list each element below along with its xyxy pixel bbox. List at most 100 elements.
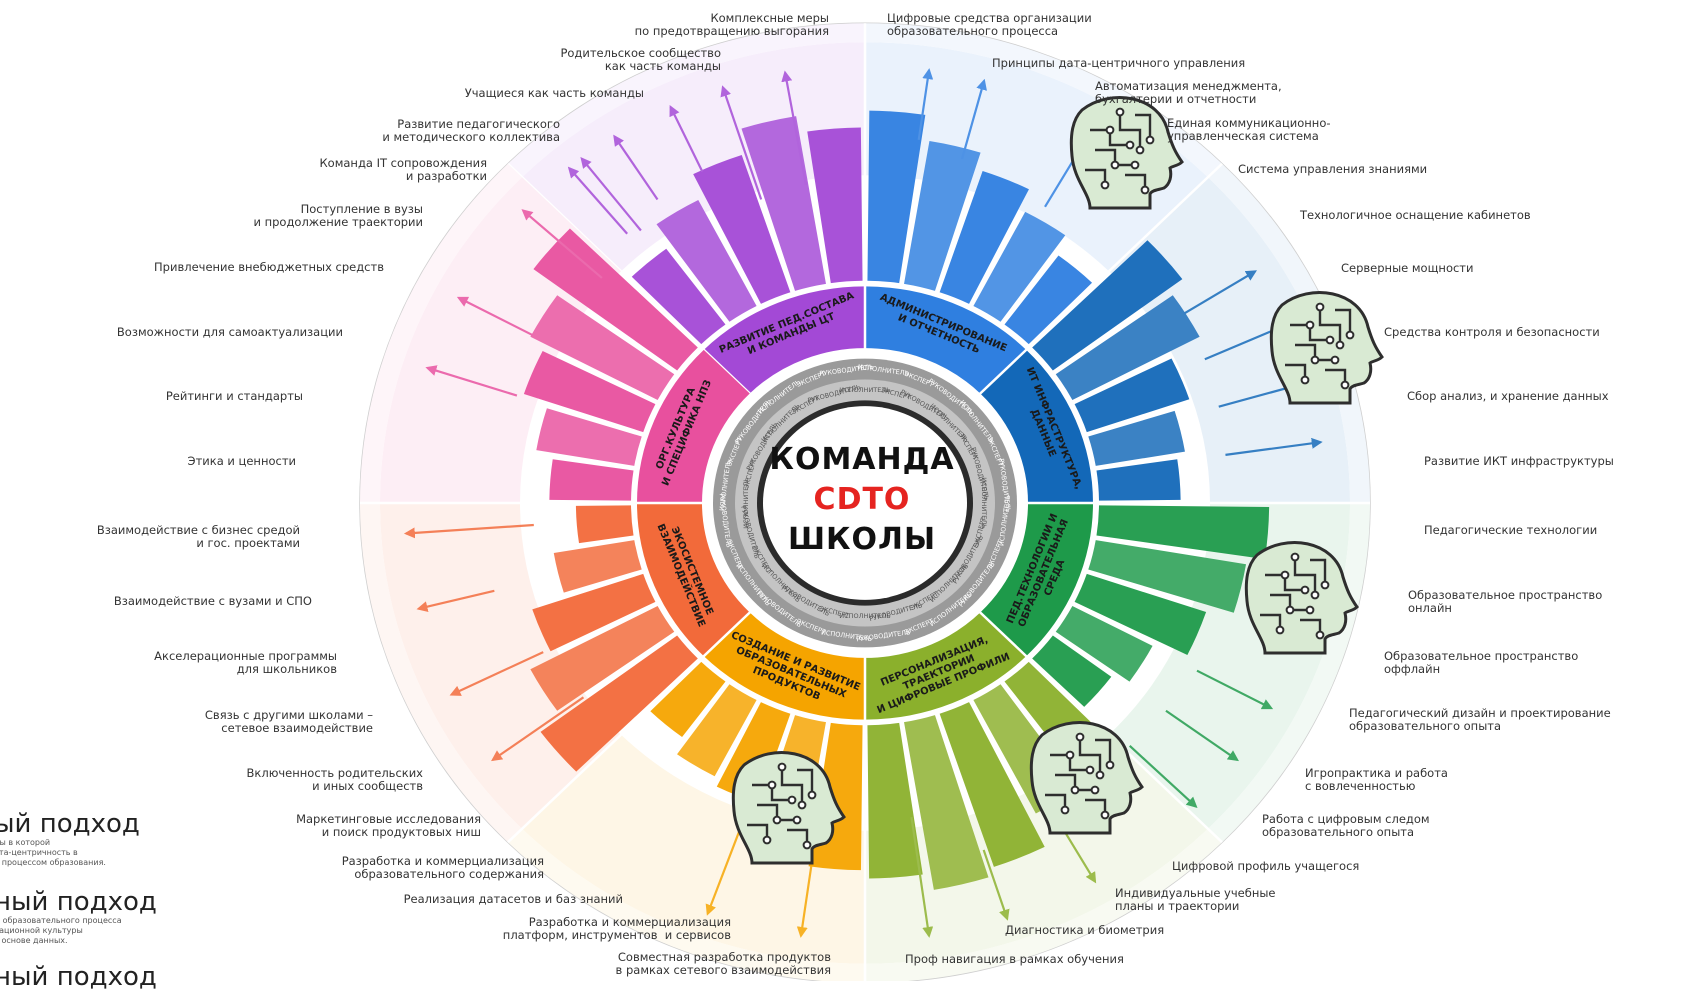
circuit-trace [1310, 558, 1327, 585]
outer-label: Развитие педагогического и методического… [382, 117, 560, 144]
outer-label: Реализация датасетов и баз знаний [403, 892, 623, 906]
circuit-node [767, 780, 777, 790]
outer-label: Цифровые средства организации образовате… [887, 11, 1092, 38]
circuit-node [1135, 145, 1145, 155]
circuit-node [1325, 335, 1335, 345]
outer-label: Образовательное пространство онлайн [1408, 588, 1603, 615]
sector-bar [575, 505, 634, 544]
circuit-node [1335, 340, 1345, 350]
sector-bar [939, 702, 1045, 867]
sector-bar [540, 635, 698, 772]
circuit-node [1105, 125, 1115, 135]
sector-bar [1055, 295, 1200, 401]
sector-bar [741, 116, 826, 291]
circuit-node [1110, 160, 1120, 170]
circuit-node [762, 835, 772, 845]
sector-bar [677, 684, 757, 777]
sector-label-band [703, 611, 865, 720]
direction-arrow [1225, 437, 1323, 456]
outer-label: Индивидуальные учебные планы и траектори… [1115, 886, 1276, 913]
circuit-trace [1265, 573, 1305, 592]
sector-bar [1032, 635, 1112, 707]
sector [507, 23, 865, 402]
direction-arrow [669, 104, 704, 173]
circuit-trace [1325, 368, 1347, 385]
center-title: КОМАНДА CDTO ШКОЛЫ [762, 440, 962, 560]
circuit-node [807, 790, 817, 800]
outer-label: Учащиеся как часть команды [464, 86, 644, 100]
circuit-node [1305, 320, 1315, 330]
direction-arrow [720, 85, 763, 200]
legend-title: ный подход [0, 962, 157, 992]
direction-arrow [403, 523, 534, 539]
circuit-node [1310, 355, 1320, 365]
outer-label: Педагогический дизайн и проектирование о… [1349, 706, 1611, 733]
direction-arrow [960, 78, 987, 160]
circuit-node [1345, 330, 1355, 340]
outer-label: Автоматизация менеджмента, бухгалтерии и… [1095, 79, 1282, 106]
circuit-trace [1270, 593, 1310, 612]
circuit-node [1280, 570, 1290, 580]
circuit-trace [752, 783, 792, 802]
direction-arrow [910, 817, 934, 938]
outer-label: Диагностика и биометрия [1005, 923, 1165, 937]
brain-circuit-head-icon [731, 751, 846, 865]
outer-label: Акселерационные программы для школьников [154, 649, 337, 676]
outer-label: Игропрактика и работа с вовлеченностью [1305, 766, 1448, 793]
circuit-node [1275, 625, 1285, 635]
sector-bar [1074, 573, 1207, 656]
direction-arrow [982, 849, 1010, 921]
outer-label: Рейтинги и стандарты [165, 389, 303, 403]
outer-label: Комплексные меры по предотвращению выгор… [634, 11, 829, 38]
circuit-node [1315, 302, 1325, 312]
sector-bar [523, 350, 656, 433]
circuit-node [1095, 770, 1105, 780]
circuit-node [1130, 160, 1140, 170]
sector-edge-band [507, 23, 865, 178]
circuit-node [1310, 590, 1320, 600]
outer-label: Серверные мощности [1341, 261, 1474, 275]
circuit-trace [747, 823, 769, 840]
sector-bar [904, 141, 981, 291]
outer-label: Возможности для самоактуализации [116, 325, 343, 339]
circuit-node [797, 800, 807, 810]
circuit-trace [1295, 343, 1335, 362]
circuit-trace [780, 767, 804, 805]
sector-bar [536, 408, 642, 466]
circuit-node [1145, 135, 1155, 145]
circuit-node [802, 840, 812, 850]
circuit-node [1105, 760, 1115, 770]
core-center [763, 406, 967, 600]
sector-edge-band [1207, 503, 1370, 843]
sector-bar [553, 540, 642, 593]
circuit-node [1340, 380, 1350, 390]
outer-label: Система управления знаниями [1238, 162, 1428, 176]
sector-bar [1074, 358, 1190, 433]
outer-label: Технологичное оснащение кабинетов [1300, 208, 1531, 222]
outer-label: Педагогические технологии [1424, 523, 1598, 537]
sector [971, 162, 1370, 504]
direction-arrow [416, 589, 495, 613]
circuit-node [1075, 732, 1085, 742]
role-label: ИСПОЛНИТЕЛЬ [980, 477, 988, 528]
circuit-trace [1285, 363, 1307, 380]
circuit-trace [1135, 113, 1152, 140]
circuit-trace [1335, 308, 1352, 335]
direction-arrow [1165, 709, 1239, 762]
circuit-node [1330, 355, 1340, 365]
outer-label: Принципы дата-центричного управления [992, 56, 1246, 70]
sector-bar [973, 211, 1066, 322]
outer-label: Совместная разработка продуктов в рамках… [615, 950, 831, 977]
outer-label: Поступление в вузы и продолжение траекто… [253, 202, 423, 229]
legend-title: ный подход [0, 887, 157, 917]
sector-bar [530, 295, 675, 401]
direction-arrow [491, 696, 585, 762]
direction-arrow [796, 865, 813, 938]
sector-bar [807, 127, 863, 284]
sector-edge-band [360, 163, 523, 504]
circuit-node [1285, 605, 1295, 615]
circuit-node [1300, 585, 1310, 595]
circuit-node [772, 815, 782, 825]
legend-item: ный подход м образовательного процесса р… [0, 888, 157, 946]
